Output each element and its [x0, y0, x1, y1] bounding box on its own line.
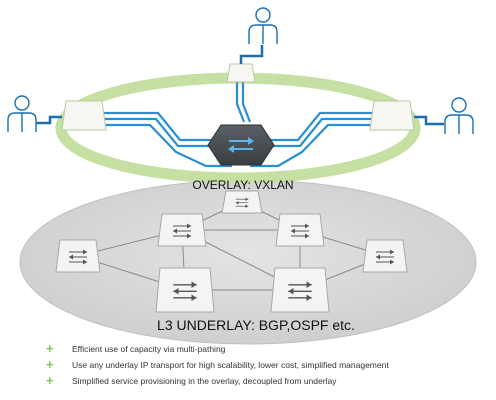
- underlay-switch-right-upper: [275, 213, 325, 247]
- plus-icon: +: [46, 341, 54, 356]
- underlay-switch-far-right: [362, 239, 408, 273]
- overlay-node-left: [61, 100, 107, 131]
- underlay-switch-far-left: [55, 239, 101, 273]
- underlay-switch-top: [221, 190, 263, 214]
- benefit-item: + Use any underlay IP transport for high…: [46, 357, 486, 373]
- overlay-tunnels: [104, 82, 374, 168]
- overlay-node-right: [369, 100, 415, 131]
- benefit-item: + Simplified service provisioning in the…: [46, 373, 486, 389]
- underlay-switch-right-lower: [270, 267, 330, 313]
- overlay-node-top: [226, 63, 256, 83]
- benefit-text: Simplified service provisioning in the o…: [72, 376, 337, 386]
- benefit-text: Efficient use of capacity via multi-path…: [72, 344, 226, 354]
- plus-icon: +: [46, 357, 54, 372]
- underlay-switch-left-lower: [155, 267, 215, 313]
- user-left: [7, 95, 37, 132]
- underlay-switch-left-upper: [157, 213, 207, 247]
- plus-icon: +: [46, 373, 54, 388]
- user-right: [444, 97, 474, 134]
- underlay-label: L3 UNDERLAY: BGP,OSPF etc.: [157, 317, 355, 333]
- benefits-list: + Efficient use of capacity via multi-pa…: [46, 341, 486, 389]
- overlay-label: OVERLAY: VXLAN: [192, 178, 293, 192]
- user-top: [248, 7, 278, 44]
- benefit-text: Use any underlay IP transport for high s…: [72, 360, 389, 370]
- benefit-item: + Efficient use of capacity via multi-pa…: [46, 341, 486, 357]
- user-access-links: [36, 45, 444, 126]
- hexagon-router-icon: [207, 124, 275, 166]
